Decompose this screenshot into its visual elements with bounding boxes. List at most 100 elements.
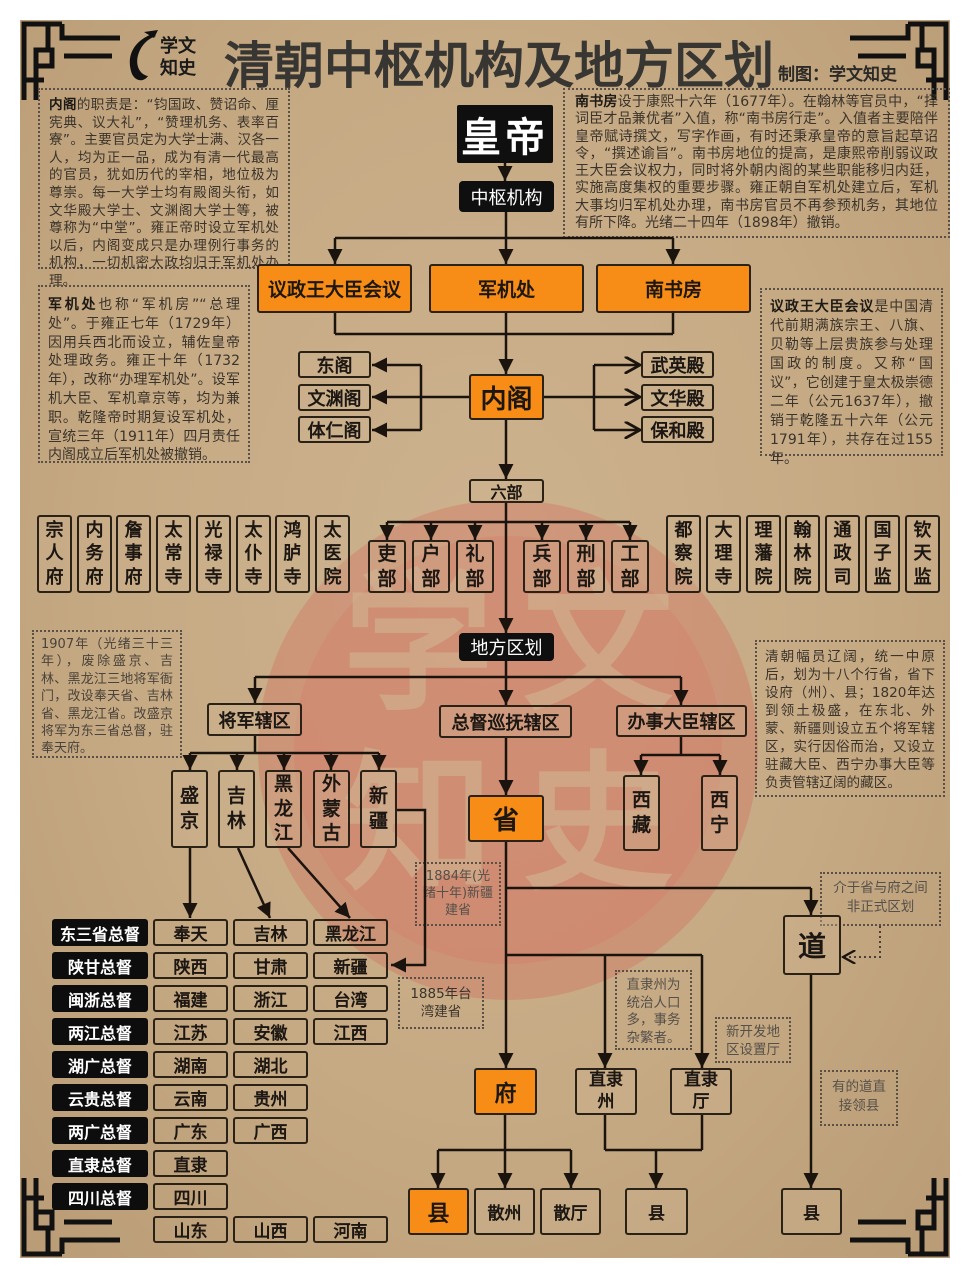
note-neige-text: 的职责是：“钧国政、赞诏命、厘宪典、议大礼”，“赞理机务、表率百寮”。主要官员定… bbox=[49, 97, 280, 289]
dian-hall-box: 武英殿 bbox=[641, 351, 714, 378]
province-cell: 河南 bbox=[313, 1216, 388, 1243]
minister-region-name: 西藏 bbox=[632, 789, 652, 836]
general-region-name: 黑龙江 bbox=[274, 772, 294, 845]
county-box-zhili: 县 bbox=[625, 1188, 688, 1235]
office-name: 国子监 bbox=[873, 519, 892, 588]
general-region-name: 新疆 bbox=[369, 785, 389, 832]
province-cell: 直隶 bbox=[153, 1150, 228, 1177]
office-name: 太仆寺 bbox=[244, 519, 263, 588]
note-nanshufang-title: 南书房 bbox=[575, 94, 618, 110]
zhiliting-name: 直隶厅 bbox=[683, 1070, 718, 1112]
note-ting: 新开发地区设置厅 bbox=[715, 1017, 791, 1063]
province-cell: 湖南 bbox=[153, 1051, 228, 1078]
note-yizheng-title: 议政王大臣会议 bbox=[770, 299, 875, 315]
governor-zone-box: 总督巡抚辖区 bbox=[439, 705, 572, 738]
office-box: 大理寺 bbox=[706, 515, 741, 593]
general-region-box: 黑龙江 bbox=[265, 770, 302, 848]
governor-label: 直隶总督 bbox=[52, 1150, 148, 1177]
province-cell: 湖北 bbox=[233, 1051, 308, 1078]
note-junjichu-title: 军机处 bbox=[48, 297, 99, 313]
general-region-box: 外蒙古 bbox=[313, 770, 350, 848]
ministry-name: 兵部 bbox=[532, 542, 552, 590]
council-of-princes-box: 议政王大臣会议 bbox=[257, 264, 412, 313]
local-divisions-label: 地方区划 bbox=[459, 633, 554, 661]
note-yizheng-text: 是中国清代前期满族宗王、八旗、贝勒等上层贵族参与处理国政的制度。又称“国议”，它… bbox=[770, 299, 934, 467]
note-dao-county: 有的道直接领县 bbox=[820, 1070, 898, 1126]
ministry-box: 刑部 bbox=[567, 540, 605, 593]
province-cell: 甘肃 bbox=[233, 952, 308, 979]
office-name: 钦天监 bbox=[913, 519, 932, 588]
county-box-primary: 县 bbox=[408, 1188, 469, 1235]
province-cell: 安徽 bbox=[233, 1018, 308, 1045]
province-cell: 台湾 bbox=[313, 985, 388, 1012]
office-box: 内务府 bbox=[77, 515, 112, 593]
province-cell: 江苏 bbox=[153, 1018, 228, 1045]
province-cell: 四川 bbox=[153, 1183, 228, 1210]
office-name: 大理寺 bbox=[714, 519, 733, 588]
office-box: 理藩院 bbox=[746, 515, 781, 593]
province-cell: 新疆 bbox=[313, 952, 388, 979]
office-name: 通政司 bbox=[833, 519, 852, 588]
governor-label: 闽浙总督 bbox=[52, 985, 148, 1012]
governor-label: 四川总督 bbox=[52, 1183, 148, 1210]
zhilizhou-name: 直隶州 bbox=[588, 1070, 623, 1112]
ministry-name: 户部 bbox=[421, 542, 441, 590]
office-box: 国子监 bbox=[865, 515, 900, 593]
southern-study-box: 南书房 bbox=[596, 264, 751, 313]
province-cell: 云南 bbox=[153, 1084, 228, 1111]
minister-region-box: 西藏 bbox=[623, 775, 660, 851]
province-box: 省 bbox=[468, 795, 544, 842]
six-ministries-label: 六部 bbox=[469, 479, 544, 503]
governor-label: 湖广总督 bbox=[52, 1051, 148, 1078]
grand-council-box: 军机处 bbox=[429, 264, 584, 313]
seal-inner bbox=[294, 536, 722, 964]
general-region-box: 新疆 bbox=[360, 770, 397, 848]
note-nanshufang: 南书房设于康熙十六年（1677年）。在翰林等官员中，“择词臣才品兼优者”入值，称… bbox=[563, 88, 950, 238]
province-cell: 山东 bbox=[153, 1216, 228, 1243]
general-region-name: 盛京 bbox=[180, 785, 200, 832]
ministry-name: 礼部 bbox=[465, 542, 485, 590]
ge-hall-box: 文渊阁 bbox=[298, 384, 371, 411]
general-zone-box: 将军辖区 bbox=[207, 703, 302, 736]
province-cell: 广西 bbox=[233, 1117, 308, 1144]
office-name: 宗人府 bbox=[45, 519, 64, 588]
zhilizhou-box: 直隶州 bbox=[575, 1068, 637, 1115]
note-junjichu-text: 也称“军机房”“总理处”。于雍正七年（1729年）因用兵西北而设立，辅佐皇帝处理… bbox=[48, 297, 240, 464]
circuit-box: 道 bbox=[783, 915, 841, 975]
office-name: 鸿胪寺 bbox=[283, 519, 302, 588]
ministry-box: 工部 bbox=[611, 540, 649, 593]
logo-text-line2: 知史 bbox=[160, 58, 196, 79]
minister-region-name: 西宁 bbox=[710, 789, 730, 836]
office-box: 光禄寺 bbox=[196, 515, 231, 593]
zhiliting-box: 直隶厅 bbox=[670, 1068, 732, 1115]
general-region-box: 盛京 bbox=[171, 770, 208, 848]
santing-box: 散厅 bbox=[540, 1188, 601, 1235]
governor-label: 云贵总督 bbox=[52, 1084, 148, 1111]
note-neige-title: 内阁 bbox=[49, 97, 77, 113]
note-local-overview: 清朝幅员辽阔，统一中原后，划为十八个行省，省下设府（州）、县；1820年达到领土… bbox=[755, 640, 945, 797]
office-box: 太仆寺 bbox=[236, 515, 271, 593]
minister-region-box: 西宁 bbox=[701, 775, 738, 851]
county-box-dao: 县 bbox=[781, 1188, 842, 1235]
ministry-box: 兵部 bbox=[523, 540, 561, 593]
province-cell: 陕西 bbox=[153, 952, 228, 979]
governor-label: 东三省总督 bbox=[52, 919, 148, 946]
governor-label: 两江总督 bbox=[52, 1018, 148, 1045]
credit-label: 制图：学文知史 bbox=[778, 65, 897, 85]
province-cell: 广东 bbox=[153, 1117, 228, 1144]
province-cell: 福建 bbox=[153, 985, 228, 1012]
office-box: 翰林院 bbox=[785, 515, 820, 593]
note-xinjiang-1884: 1884年(光绪十年)新疆建省 bbox=[415, 862, 501, 926]
province-cell: 奉天 bbox=[153, 919, 228, 946]
governor-label: 两广总督 bbox=[52, 1117, 148, 1144]
dian-hall-box: 文华殿 bbox=[641, 384, 714, 411]
minister-zone-box: 办事大臣辖区 bbox=[616, 705, 747, 737]
province-cell: 山西 bbox=[233, 1216, 308, 1243]
general-region-box: 吉林 bbox=[218, 770, 255, 848]
province-cell: 江西 bbox=[313, 1018, 388, 1045]
office-name: 太常寺 bbox=[164, 519, 183, 588]
logo-brush-icon bbox=[129, 30, 158, 81]
prefecture-box: 府 bbox=[474, 1068, 537, 1115]
note-zhilizhou: 直隶州为统治人口多，事务杂繁者。 bbox=[615, 970, 692, 1050]
